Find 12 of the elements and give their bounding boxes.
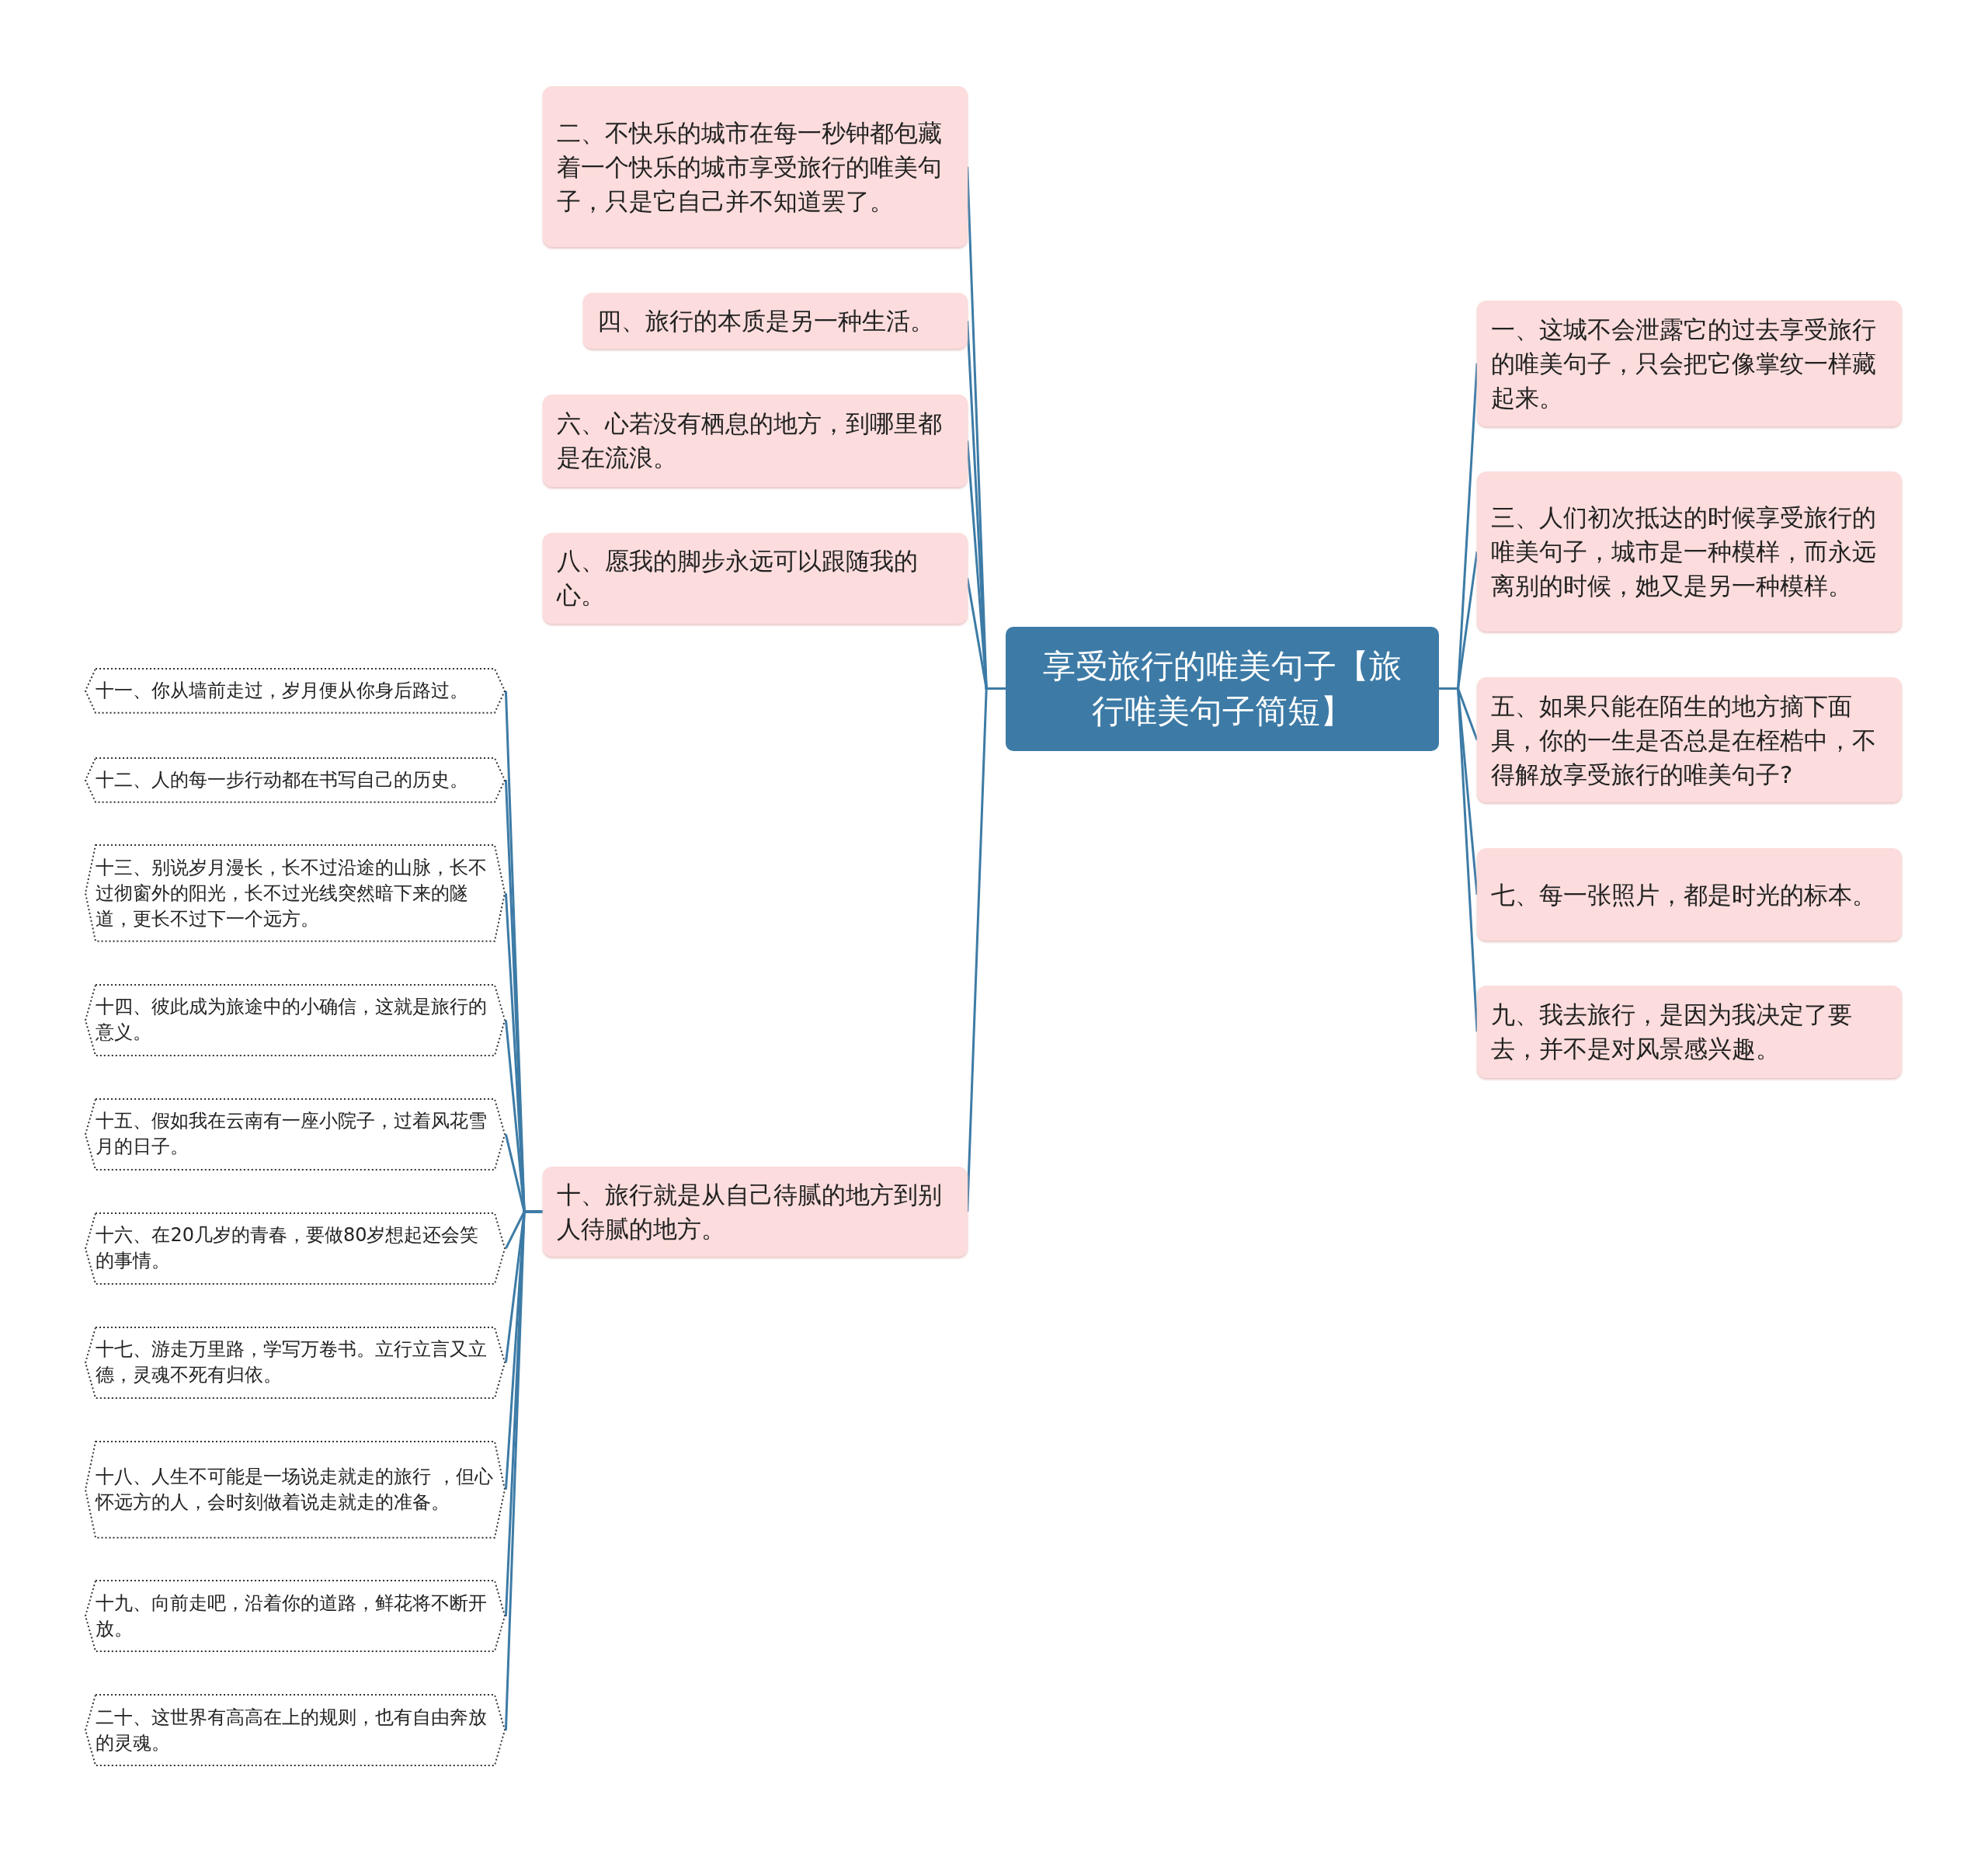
connector-line xyxy=(1439,687,1479,1032)
topic-box: 九、我去旅行，是因为我决定了要去，并不是对风景感兴趣。 xyxy=(1477,985,1902,1078)
topic-box: 七、每一张照片，都是时光的标本。 xyxy=(1477,848,1902,941)
central-topic-box: 享受旅行的唯美句子【旅行唯美句子简短】 xyxy=(1005,626,1440,751)
topic-box: 六、心若没有栖息的地方，到哪里都是在流浪。 xyxy=(542,394,968,487)
topic-box: 八、愿我的脚步永远可以跟随我的心。 xyxy=(542,532,968,624)
topic-box: 十、旅行就是从自己待腻的地方到别人待腻的地方。 xyxy=(542,1167,968,1257)
topic-box: 五、如果只能在陌生的地方摘下面具，你的一生是否总是在桎梏中，不得解放享受旅行的唯美句子? xyxy=(1477,677,1902,803)
topic-box: 一、这城不会泄露它的过去享受旅行的唯美句子，只会把它像掌纹一样藏起来。 xyxy=(1477,300,1902,426)
topic-box: 三、人们初次抵达的时候享受旅行的唯美句子，城市是一种模样，而永远离别的时候，她又是另一种模样。 xyxy=(1477,471,1902,632)
topic-box: 二、不快乐的城市在每一秒钟都包藏着一个快乐的城市享受旅行的唯美句子，只是它自己并不知道罢了。 xyxy=(542,86,968,248)
topic-box: 四、旅行的本质是另一种生活。 xyxy=(583,293,968,349)
